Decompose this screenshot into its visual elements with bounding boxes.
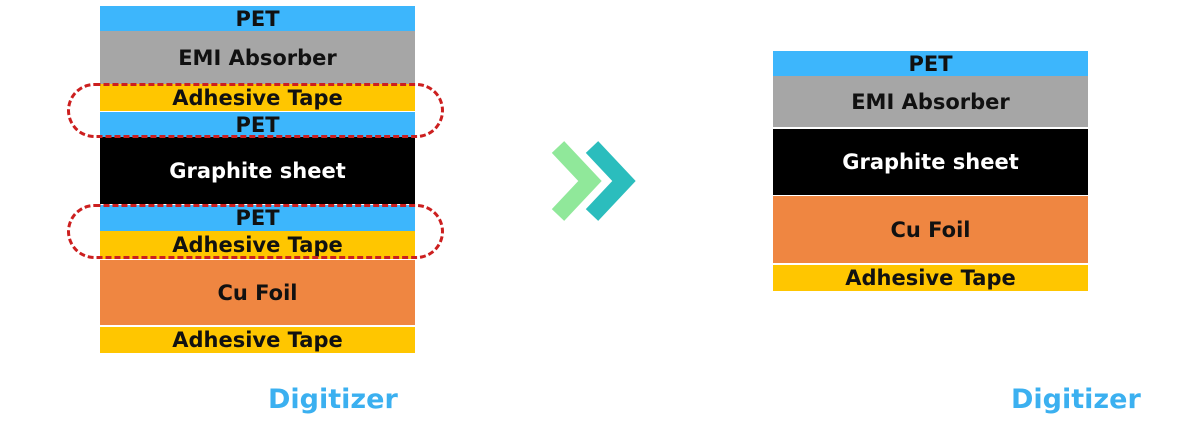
layer-pet: PET (100, 205, 415, 231)
layer-graphite-sheet: Graphite sheet (773, 129, 1088, 195)
layer-pet: PET (773, 51, 1088, 76)
layer-cu-foil: Cu Foil (100, 260, 415, 325)
layer-pet: PET (100, 112, 415, 137)
layer-adhesive-tape: Adhesive Tape (100, 327, 415, 353)
double-chevron-arrow-icon (551, 141, 636, 221)
layer-graphite-sheet: Graphite sheet (100, 137, 415, 204)
after-caption: Digitizer (1011, 384, 1141, 415)
layer-pet: PET (100, 6, 415, 31)
chevron-icon (551, 141, 602, 221)
chevron-icon (585, 141, 636, 221)
removed-layers-highlight (67, 83, 444, 138)
layer-cu-foil: Cu Foil (773, 196, 1088, 263)
layer-adhesive-tape: Adhesive Tape (773, 265, 1088, 291)
layer-emi-absorber: EMI Absorber (773, 76, 1088, 127)
layer-adhesive-tape: Adhesive Tape (100, 231, 415, 259)
layer-adhesive-tape: Adhesive Tape (100, 84, 415, 111)
before-caption: Digitizer (268, 384, 398, 415)
removed-layers-highlight (67, 204, 444, 259)
layer-emi-absorber: EMI Absorber (100, 31, 415, 84)
